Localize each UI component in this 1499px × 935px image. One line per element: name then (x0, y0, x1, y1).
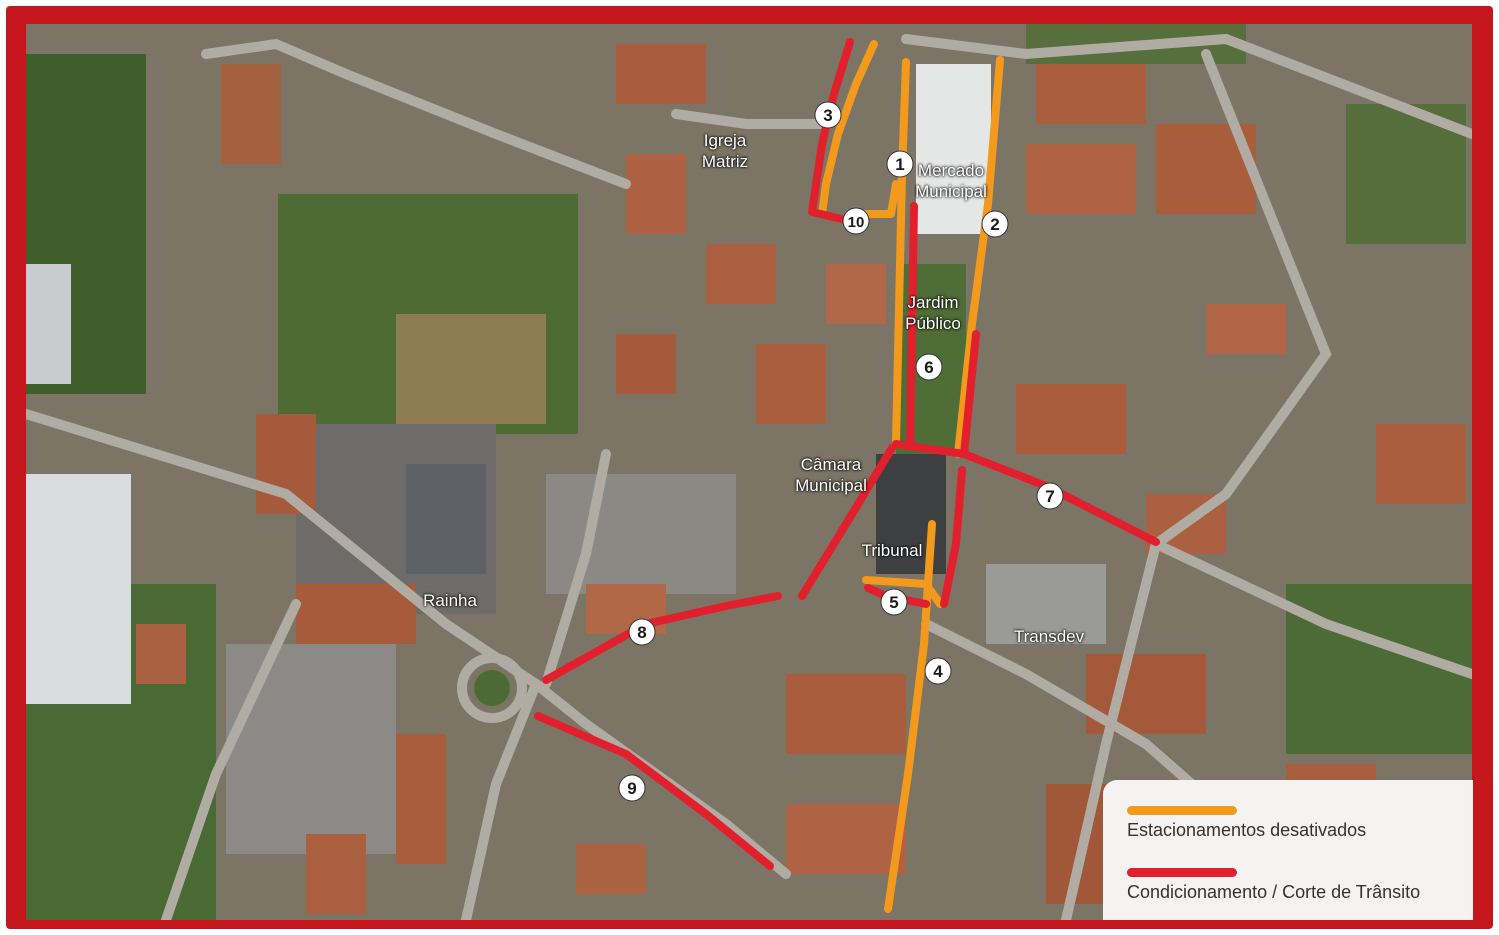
legend-label-parking: Estacionamentos desativados (1127, 820, 1367, 840)
marker-label-8: 8 (637, 623, 646, 642)
marker-8: 8 (628, 618, 656, 646)
marker-6: 6 (915, 353, 943, 381)
marker-label-10: 10 (848, 214, 865, 231)
marker-label-4: 4 (933, 662, 943, 681)
label-tribunal: Tribunal (861, 541, 923, 560)
marker-2: 2 (981, 210, 1009, 238)
numbered-markers: 1 2 3 4 5 6 7 8 9 10 (618, 101, 1064, 802)
traffic-route-3 (960, 330, 980, 458)
legend-swatch-traffic (1127, 868, 1237, 877)
roundabout (457, 653, 527, 723)
marker-label-9: 9 (627, 779, 636, 798)
label-transdev: Transdev (1013, 627, 1085, 646)
map-legend: Estacionamentos desativados Condicioname… (1103, 780, 1473, 920)
marker-1: 1 (886, 150, 914, 178)
industrial-roof (26, 474, 131, 704)
traffic-route-5 (798, 444, 896, 600)
traffic-route-1 (808, 38, 854, 224)
marker-7: 7 (1036, 482, 1064, 510)
traffic-route-9 (534, 712, 774, 870)
label-jardim-publico: Jardim Público (905, 293, 961, 333)
marker-4: 4 (924, 657, 952, 685)
parking-route-2 (954, 56, 1004, 458)
traffic-route-2 (906, 202, 918, 448)
marker-label-6: 6 (924, 358, 933, 377)
traffic-route-4 (892, 440, 1160, 546)
marker-9: 9 (618, 774, 646, 802)
parking-route-5 (862, 576, 944, 608)
marker-10: 10 (842, 207, 870, 235)
marker-5: 5 (880, 588, 908, 616)
aerial-map: 1 2 3 4 5 6 7 8 9 10 Igreja Matriz Mercado Munici… (26, 24, 1472, 920)
label-mercado-municipal: Mercado Municipal (915, 161, 987, 201)
marker-label-7: 7 (1045, 487, 1054, 506)
label-rainha: Rainha (423, 591, 477, 610)
marker-label-2: 2 (990, 215, 999, 234)
traffic-route-6 (940, 466, 966, 608)
parking-route-1 (892, 58, 910, 448)
label-igreja-matriz: Igreja Matriz (701, 131, 749, 171)
aerial-background (26, 24, 1472, 920)
traffic-cut-routes (534, 38, 1160, 870)
route-overlay: 1 2 3 4 5 6 7 8 9 10 (534, 38, 1160, 913)
parking-route-3 (818, 40, 878, 218)
label-camara-municipal: Câmara Municipal (795, 455, 867, 495)
marker-label-1: 1 (895, 155, 904, 174)
legend-swatch-parking (1127, 806, 1237, 815)
marker-label-5: 5 (889, 593, 898, 612)
legend-label-traffic: Condicionamento / Corte de Trânsito (1127, 882, 1421, 902)
marker-3: 3 (814, 101, 842, 129)
traffic-route-8 (542, 592, 782, 684)
marker-label-3: 3 (823, 106, 832, 125)
